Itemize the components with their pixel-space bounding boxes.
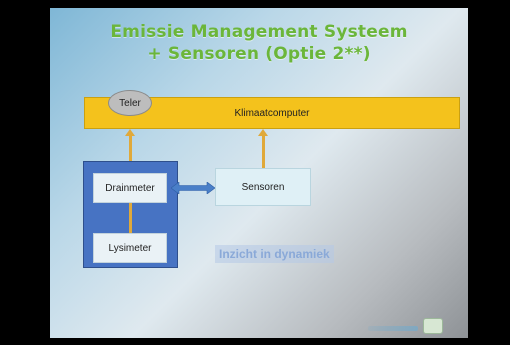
arrow-up-icon bbox=[125, 129, 135, 136]
drainmeter-box: Drainmeter bbox=[93, 173, 167, 203]
arrow-up-icon bbox=[258, 129, 268, 136]
teler-node: Teler bbox=[108, 90, 152, 116]
footer-logo-icon bbox=[423, 318, 443, 334]
connector-sensoren-to-klimaatcomputer bbox=[262, 135, 265, 168]
sensoren-box: Sensoren bbox=[215, 168, 311, 206]
connector-lysimeter-to-drainmeter bbox=[129, 203, 132, 233]
connector-drainmeter-to-klimaatcomputer bbox=[129, 135, 132, 173]
footer-logo-wordmark bbox=[368, 326, 418, 331]
klimaatcomputer-label: Klimaatcomputer bbox=[234, 107, 310, 119]
slide-title-line1: Emissie Management Systeem bbox=[110, 22, 408, 42]
lysimeter-box: Lysimeter bbox=[93, 233, 167, 263]
caption-inzicht: Inzicht in dynamiek bbox=[215, 245, 334, 263]
slide-title-line2: + Sensoren (Optie 2**) bbox=[147, 44, 371, 64]
slide: Emissie Management Systeem + Sensoren (O… bbox=[50, 8, 468, 338]
double-arrow-icon bbox=[171, 182, 215, 194]
